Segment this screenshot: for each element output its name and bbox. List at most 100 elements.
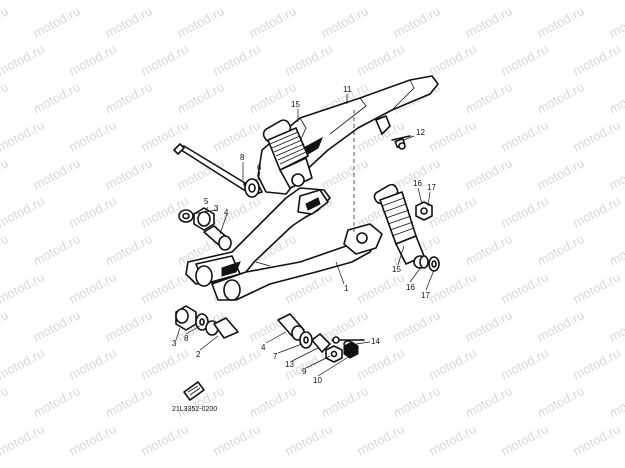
watermark-text: motod.ru [30,79,82,116]
watermark-text: motod.ru [0,345,47,382]
watermark-text: motod.ru [390,307,442,344]
watermark-text: motod.ru [534,383,586,420]
watermark-text: motod.ru [0,193,47,230]
watermark-text: motod.ru [0,421,47,458]
callout-10: 10 [313,376,322,385]
callout-4b: 4 [261,343,266,352]
watermark-text: motod.ru [570,117,622,154]
watermark-text: motod.ru [462,79,514,116]
watermark-text: motod.ru [498,0,550,3]
callout-16b: 16 [406,283,415,292]
watermark-text: motod.ru [0,117,47,154]
watermark-text: motod.ru [354,41,406,78]
watermark-text: motod.ru [0,269,47,306]
callout-3a: 3 [214,204,219,213]
watermark-text: motod.ru [606,79,625,116]
plate-13 [311,333,331,353]
watermark-text: motod.ru [426,421,478,458]
watermark-text: motod.ru [390,383,442,420]
watermark-text: motod.ru [66,421,118,458]
watermark-text: motod.ru [210,41,262,78]
watermark-text: motod.ru [66,193,118,230]
watermark-text: motod.ru [318,383,370,420]
watermark-text: motod.ru [354,0,406,3]
watermark-text: motod.ru [30,3,82,40]
watermark-text: motod.ru [138,0,190,3]
watermark-text: motod.ru [534,3,586,40]
nut-9 [325,345,343,363]
callout-9: 9 [302,367,307,376]
swing-arm [185,187,383,301]
nut-16-lower [419,255,429,269]
callout-15a: 15 [291,100,300,109]
collar-4-upper [203,225,232,251]
watermark-text: motod.ru [0,231,11,268]
watermark-text: motod.ru [30,307,82,344]
watermark-text: motod.ru [66,41,118,78]
bushing-3-lower [175,305,197,331]
watermark-text: motod.ru [102,3,154,40]
washer-8 [195,313,209,331]
watermark-text: motod.ru [534,155,586,192]
watermark-text: motod.ru [210,0,262,3]
watermark-text: motod.ru [426,117,478,154]
watermark-text: motod.ru [390,3,442,40]
watermark-text: motod.ru [570,421,622,458]
watermark-text: motod.ru [282,421,334,458]
watermark-text: motod.ru [138,269,190,306]
watermark-text: motod.ru [606,3,625,40]
watermark-text: motod.ru [210,421,262,458]
watermark-text: motod.ru [462,383,514,420]
watermark-text: motod.ru [570,193,622,230]
callout-13: 13 [285,360,294,369]
watermark-text: motod.ru [102,307,154,344]
callout-12: 12 [416,128,425,137]
watermark-text: motod.ru [606,307,625,344]
nut-10 [343,341,359,359]
watermark-text: motod.ru [138,345,190,382]
callout-15b: 15 [392,265,401,274]
washer-6 [244,178,260,198]
watermark-text: motod.ru [174,3,226,40]
watermark-text: motod.ru [462,231,514,268]
watermark-text: motod.ru [318,3,370,40]
watermark-text: motod.ru [246,3,298,40]
callout-17b: 17 [421,291,430,300]
label-sticker [183,381,205,401]
watermark-text: motod.ru [318,155,370,192]
watermark-text: motod.ru [102,155,154,192]
watermark-text: motod.ru [498,193,550,230]
bolt-12 [391,135,411,150]
callout-7: 7 [273,352,278,361]
watermark-text: motod.ru [0,3,11,40]
callout-3b: 3 [172,339,177,348]
bushing-3-upper [178,209,194,223]
leader-lines [175,94,435,377]
watermark-text: motod.ru [210,345,262,382]
watermark-text: motod.ru [462,307,514,344]
watermark-text: motod.ru [354,269,406,306]
callout-17a: 17 [427,183,436,192]
watermark-text: motod.ru [102,383,154,420]
watermark-text: motod.ru [102,79,154,116]
watermark-text: motod.ru [498,345,550,382]
callout-1a: 1 [344,284,349,293]
watermark-text: motod.ru [570,41,622,78]
watermark-text: motod.ru [174,79,226,116]
watermark-text: motod.ru [462,3,514,40]
callout-14: 14 [371,337,380,346]
watermark-text: motod.ru [138,421,190,458]
nut-16-upper [415,201,433,221]
watermark-text: motod.ru [498,41,550,78]
washer-7 [299,331,313,349]
watermark-text: motod.ru [534,307,586,344]
watermark-text: motod.ru [606,155,625,192]
watermark-text: motod.ru [0,307,11,344]
callout-6: 6 [257,163,262,172]
callouts: 15 11 12 8 6 5 3 4 16 17 15 16 17 1 3 8 … [172,85,436,385]
callout-2: 2 [196,350,201,359]
callout-11: 11 [343,85,352,94]
shock-absorber-left [262,119,313,189]
